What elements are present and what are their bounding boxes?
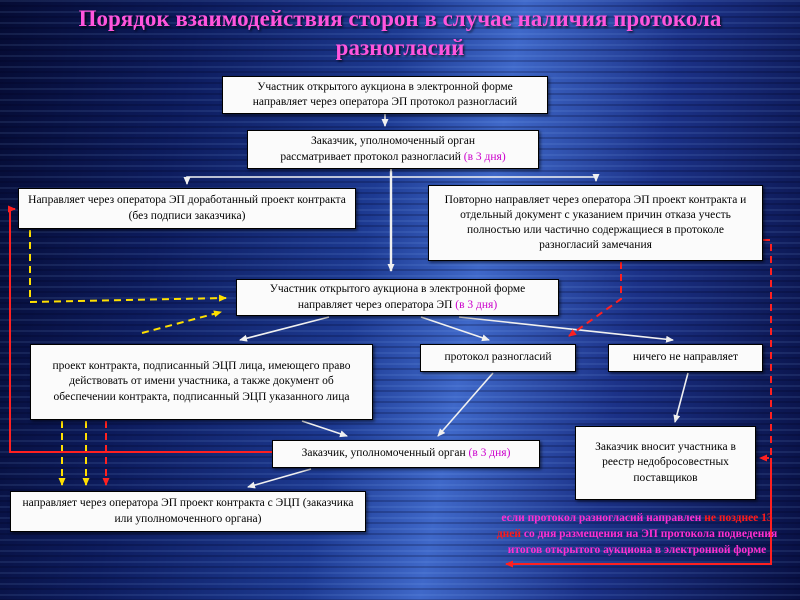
node-text: Заказчик вносит участника в реестр недоб… [595,441,736,484]
node-line: Заказчик, уполномоченный орган [255,134,531,149]
node-signed-contract: проект контракта, подписанный ЭЦП лица, … [30,344,373,420]
node-sends-nothing: ничего не направляет [608,344,763,372]
node-text: Направляет через оператора ЭП доработанн… [28,194,346,222]
node-text: проект контракта, подписанный ЭЦП лица, … [52,360,351,403]
arrow-customer-final-to-send [247,468,312,489]
arrow-refusal-to-protocol-red [568,262,622,337]
arrow-customer-to-refusal [390,169,600,182]
node-text: направляет через оператора ЭП проект кон… [22,497,354,525]
note-text-red: не позднее 13 дней [496,512,773,541]
node-text: рассматривает протокол разногласий [280,150,461,163]
node-participant-sends-protocol: Участник открытого аукциона в электронно… [222,76,548,114]
node-text: Участник открытого аукциона в электронно… [252,80,518,108]
node-registry: Заказчик вносит участника в реестр недоб… [575,426,756,500]
node-text: направляет через оператора ЭП [297,298,453,311]
node-term: (в 3 дня) [455,298,498,311]
node-text: ничего не направляет [633,351,738,364]
arrow-participant-to-protocol [420,316,490,342]
node-text: Заказчик, уполномоченный орган [301,447,466,460]
note-text: если протокол разногласий направлен [501,512,705,524]
deadline-note: если протокол разногласий направлен не п… [496,510,778,558]
arrow-signed-to-customer-final [301,420,348,438]
node-text: протокол разногласий [444,351,552,364]
node-line: направляет через оператора ЭП (в 3 дня) [244,298,551,313]
slide-title: Порядок взаимодействия сторон в случае н… [78,6,722,60]
arrow-revised-to-participant-yellow [29,230,227,304]
arrow-yellow-diagonal [141,310,222,334]
node-customer-final: Заказчик, уполномоченный орган (в 3 дня) [272,440,540,468]
arrow-participant-to-signed-contract [239,316,330,342]
node-term: (в 3 дня) [468,447,511,460]
node-protocol-of-disagreements: протокол разногласий [420,344,576,372]
arrow-customer-to-revised [183,169,392,185]
node-customer-reviews: Заказчик, уполномоченный орган рассматри… [247,130,539,169]
node-text: Участник открытого аукциона в электронно… [269,283,526,296]
node-resends-with-refusal: Повторно направляет через оператора ЭП п… [428,185,763,261]
node-sends-signed-contract: направляет через оператора ЭП проект кон… [10,491,366,532]
node-text: Повторно направляет через оператора ЭП п… [444,193,747,252]
arrow-protocol-to-customer-final [437,372,494,437]
node-line: Участник открытого аукциона в электронно… [244,282,551,297]
node-text: Заказчик, уполномоченный орган [310,135,476,148]
node-line: Заказчик, уполномоченный орган (в 3 дня) [280,446,532,461]
note-text: со дня размещения на ЭП протокола подвед… [507,528,778,557]
node-sends-revised-draft: Направляет через оператора ЭП доработанн… [18,188,356,229]
arrow-nothing-to-registry [673,372,689,423]
node-term: (в 3 дня) [463,150,506,163]
node-participant-sends: Участник открытого аукциона в электронно… [236,279,559,316]
arrow-participant-to-nothing [458,316,674,343]
node-line: рассматривает протокол разногласий (в 3 … [255,150,531,165]
